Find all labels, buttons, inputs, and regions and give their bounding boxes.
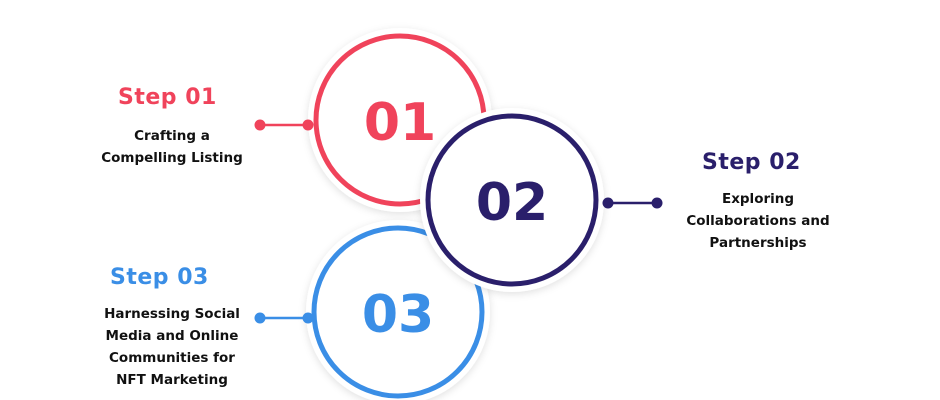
step1-number: 01 <box>364 93 436 153</box>
step3-desc-line: NFT Marketing <box>116 372 228 388</box>
step1-connector <box>254 119 314 131</box>
step3-number: 03 <box>362 285 434 345</box>
step3-desc-line: Media and Online <box>105 328 239 344</box>
step2-description: Exploring Collaborations and Partnership… <box>668 188 848 254</box>
step2-number: 02 <box>476 173 548 233</box>
step1-desc-line: Crafting a <box>134 128 210 144</box>
step2-desc-line: Collaborations and <box>686 213 830 229</box>
step3-desc-line: Communities for <box>109 350 235 366</box>
step3-connector <box>254 312 314 324</box>
step2-connector <box>602 197 663 209</box>
step3-description: Harnessing Social Media and Online Commu… <box>72 303 272 391</box>
step3-label: Step 03 <box>110 265 209 290</box>
step2-desc-line: Partnerships <box>709 235 807 251</box>
step2-label: Step 02 <box>702 150 801 175</box>
step3-desc-line: Harnessing Social <box>104 306 240 322</box>
step1-desc-line: Compelling Listing <box>101 150 243 166</box>
step1-description: Crafting a Compelling Listing <box>82 125 262 169</box>
step3-circle <box>306 220 490 400</box>
step2-circle <box>420 108 604 292</box>
step1-label: Step 01 <box>118 85 217 110</box>
step2-desc-line: Exploring <box>721 191 795 207</box>
